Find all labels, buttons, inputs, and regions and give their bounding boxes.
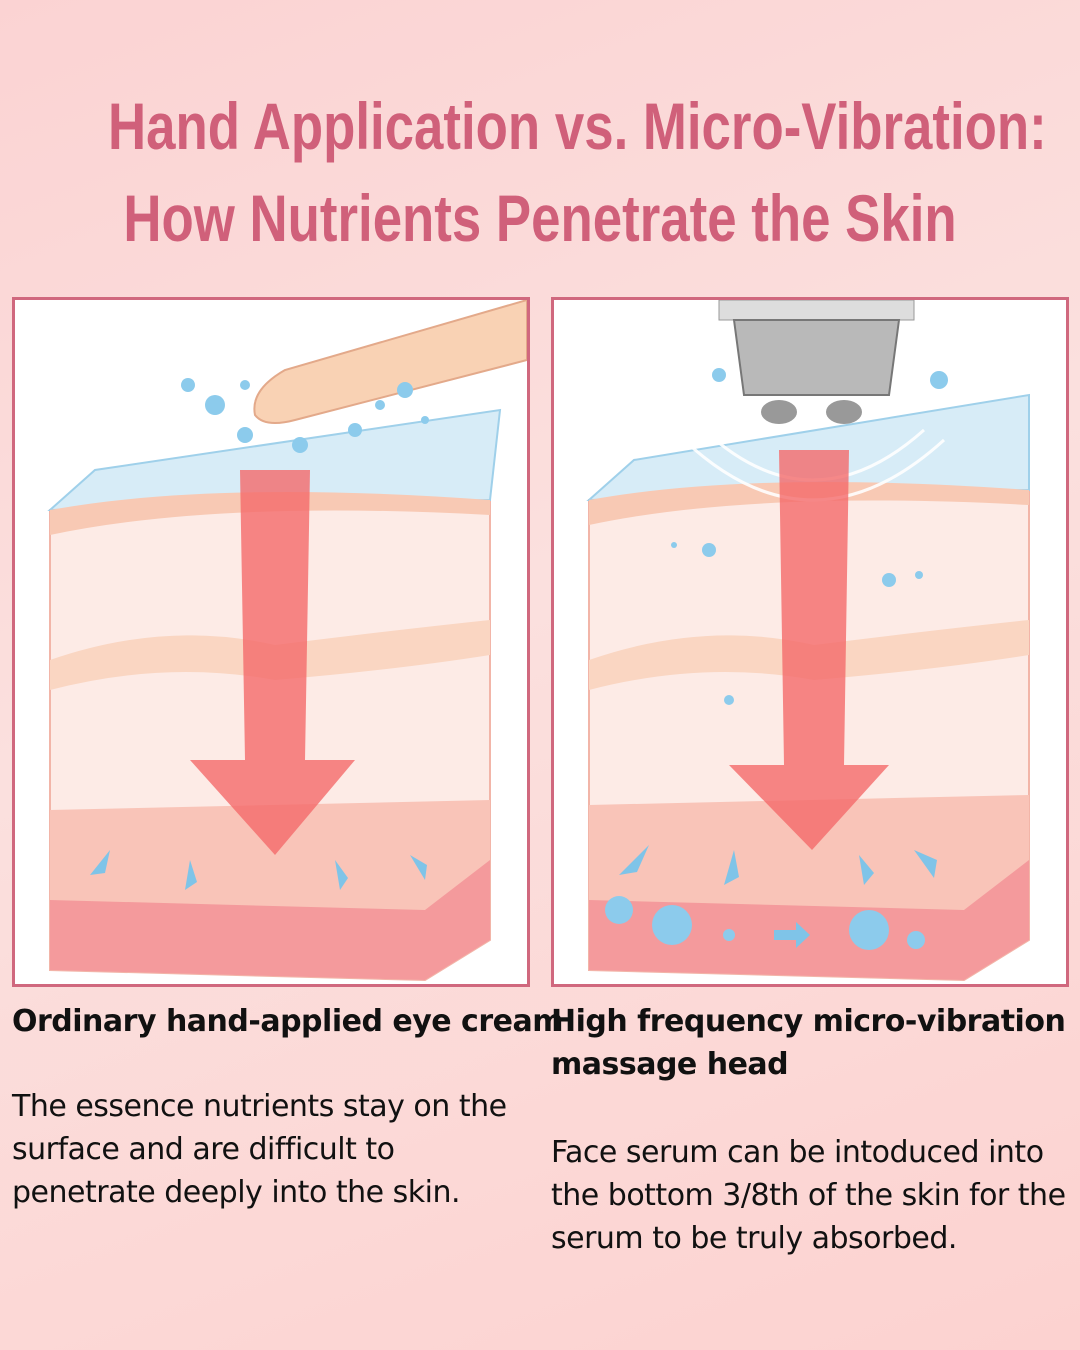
right-description: Face serum can be intoduced into the bot… bbox=[551, 1135, 1066, 1256]
left-description: The essence nutrients stay on the surfac… bbox=[12, 1089, 507, 1210]
small-arrows bbox=[90, 850, 427, 890]
droplets bbox=[605, 368, 948, 950]
title-line-1: Hand Application vs. Micro-Vibration: bbox=[108, 89, 1047, 163]
nutrient-arrow-icon bbox=[729, 450, 889, 850]
hand-application-illustration bbox=[12, 297, 530, 987]
left-caption: Ordinary hand-applied eye cream bbox=[12, 1004, 563, 1039]
nutrient-arrow-icon bbox=[190, 470, 355, 855]
small-arrows bbox=[619, 845, 937, 948]
title-line-2: How Nutrients Penetrate the Skin bbox=[123, 181, 957, 255]
micro-vibration-illustration bbox=[551, 297, 1069, 987]
droplets bbox=[181, 378, 429, 453]
finger-icon bbox=[253, 300, 527, 425]
skin-layers-hand-diagram bbox=[47, 300, 527, 982]
right-caption: High frequency micro-vibration massage h… bbox=[551, 1004, 1066, 1082]
skin-layers-vibration-diagram bbox=[586, 300, 1030, 982]
massage-head-icon bbox=[718, 300, 915, 424]
